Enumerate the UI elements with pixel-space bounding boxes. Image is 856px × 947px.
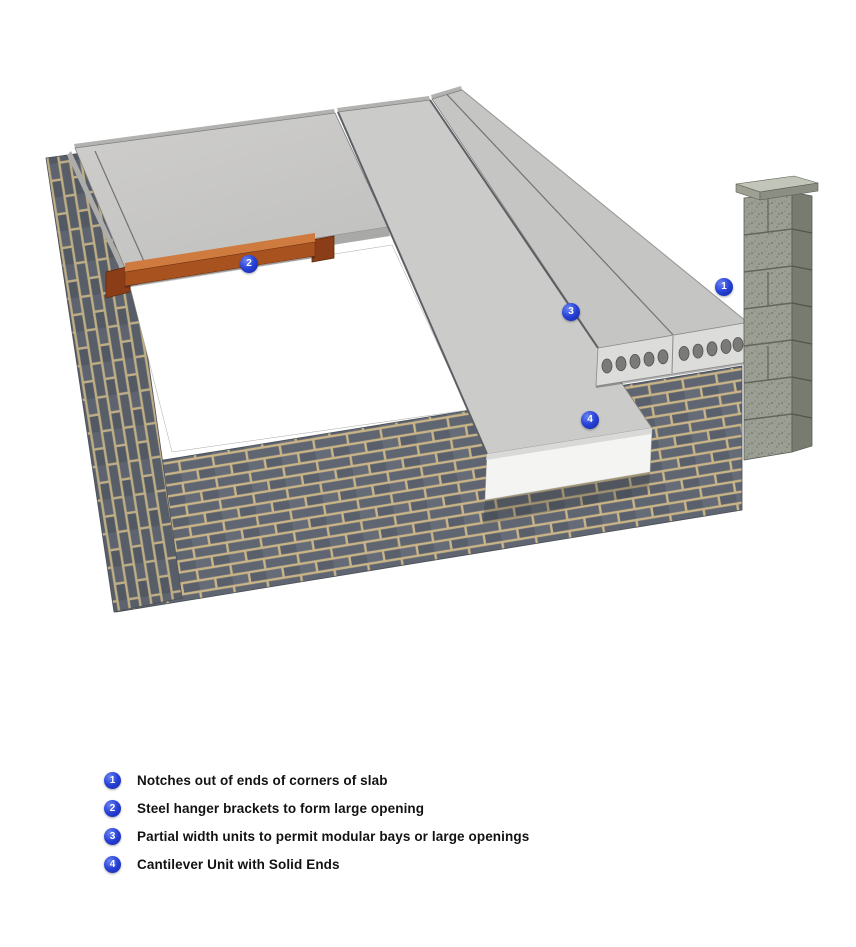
legend-marker-4: 4 xyxy=(104,855,121,873)
legend-item: 3 Partial width units to permit modular … xyxy=(104,822,529,850)
diagram-marker-2: 2 xyxy=(240,255,258,273)
concrete-column xyxy=(735,175,819,461)
steel-hanger-bracket xyxy=(105,233,335,299)
legend-marker-2: 2 xyxy=(104,799,121,817)
legend-label: Cantilever Unit with Solid Ends xyxy=(137,856,340,872)
legend-item: 1 Notches out of ends of corners of slab xyxy=(104,766,529,794)
diagram-marker-3: 3 xyxy=(562,303,580,321)
legend-label: Partial width units to permit modular ba… xyxy=(137,828,530,844)
hollow-core-slab-ends xyxy=(595,321,751,387)
legend-label: Notches out of ends of corners of slab xyxy=(137,772,388,788)
diagram-marker-4: 4 xyxy=(581,411,599,429)
legend-item: 2 Steel hanger brackets to form large op… xyxy=(104,794,529,822)
cantilever-slab xyxy=(337,96,653,524)
cantilever-shadow xyxy=(483,472,650,524)
diagram-marker-1: 1 xyxy=(715,278,733,296)
legend-label: Steel hanger brackets to form large open… xyxy=(137,800,425,816)
legend-marker-3: 3 xyxy=(104,827,121,845)
isometric-scene xyxy=(45,86,819,613)
legend-item: 4 Cantilever Unit with Solid Ends xyxy=(104,850,529,878)
solid-end-face xyxy=(484,427,653,501)
legend: 1 Notches out of ends of corners of slab… xyxy=(104,766,529,878)
legend-marker-1: 1 xyxy=(104,771,121,789)
column-cap xyxy=(735,175,819,201)
